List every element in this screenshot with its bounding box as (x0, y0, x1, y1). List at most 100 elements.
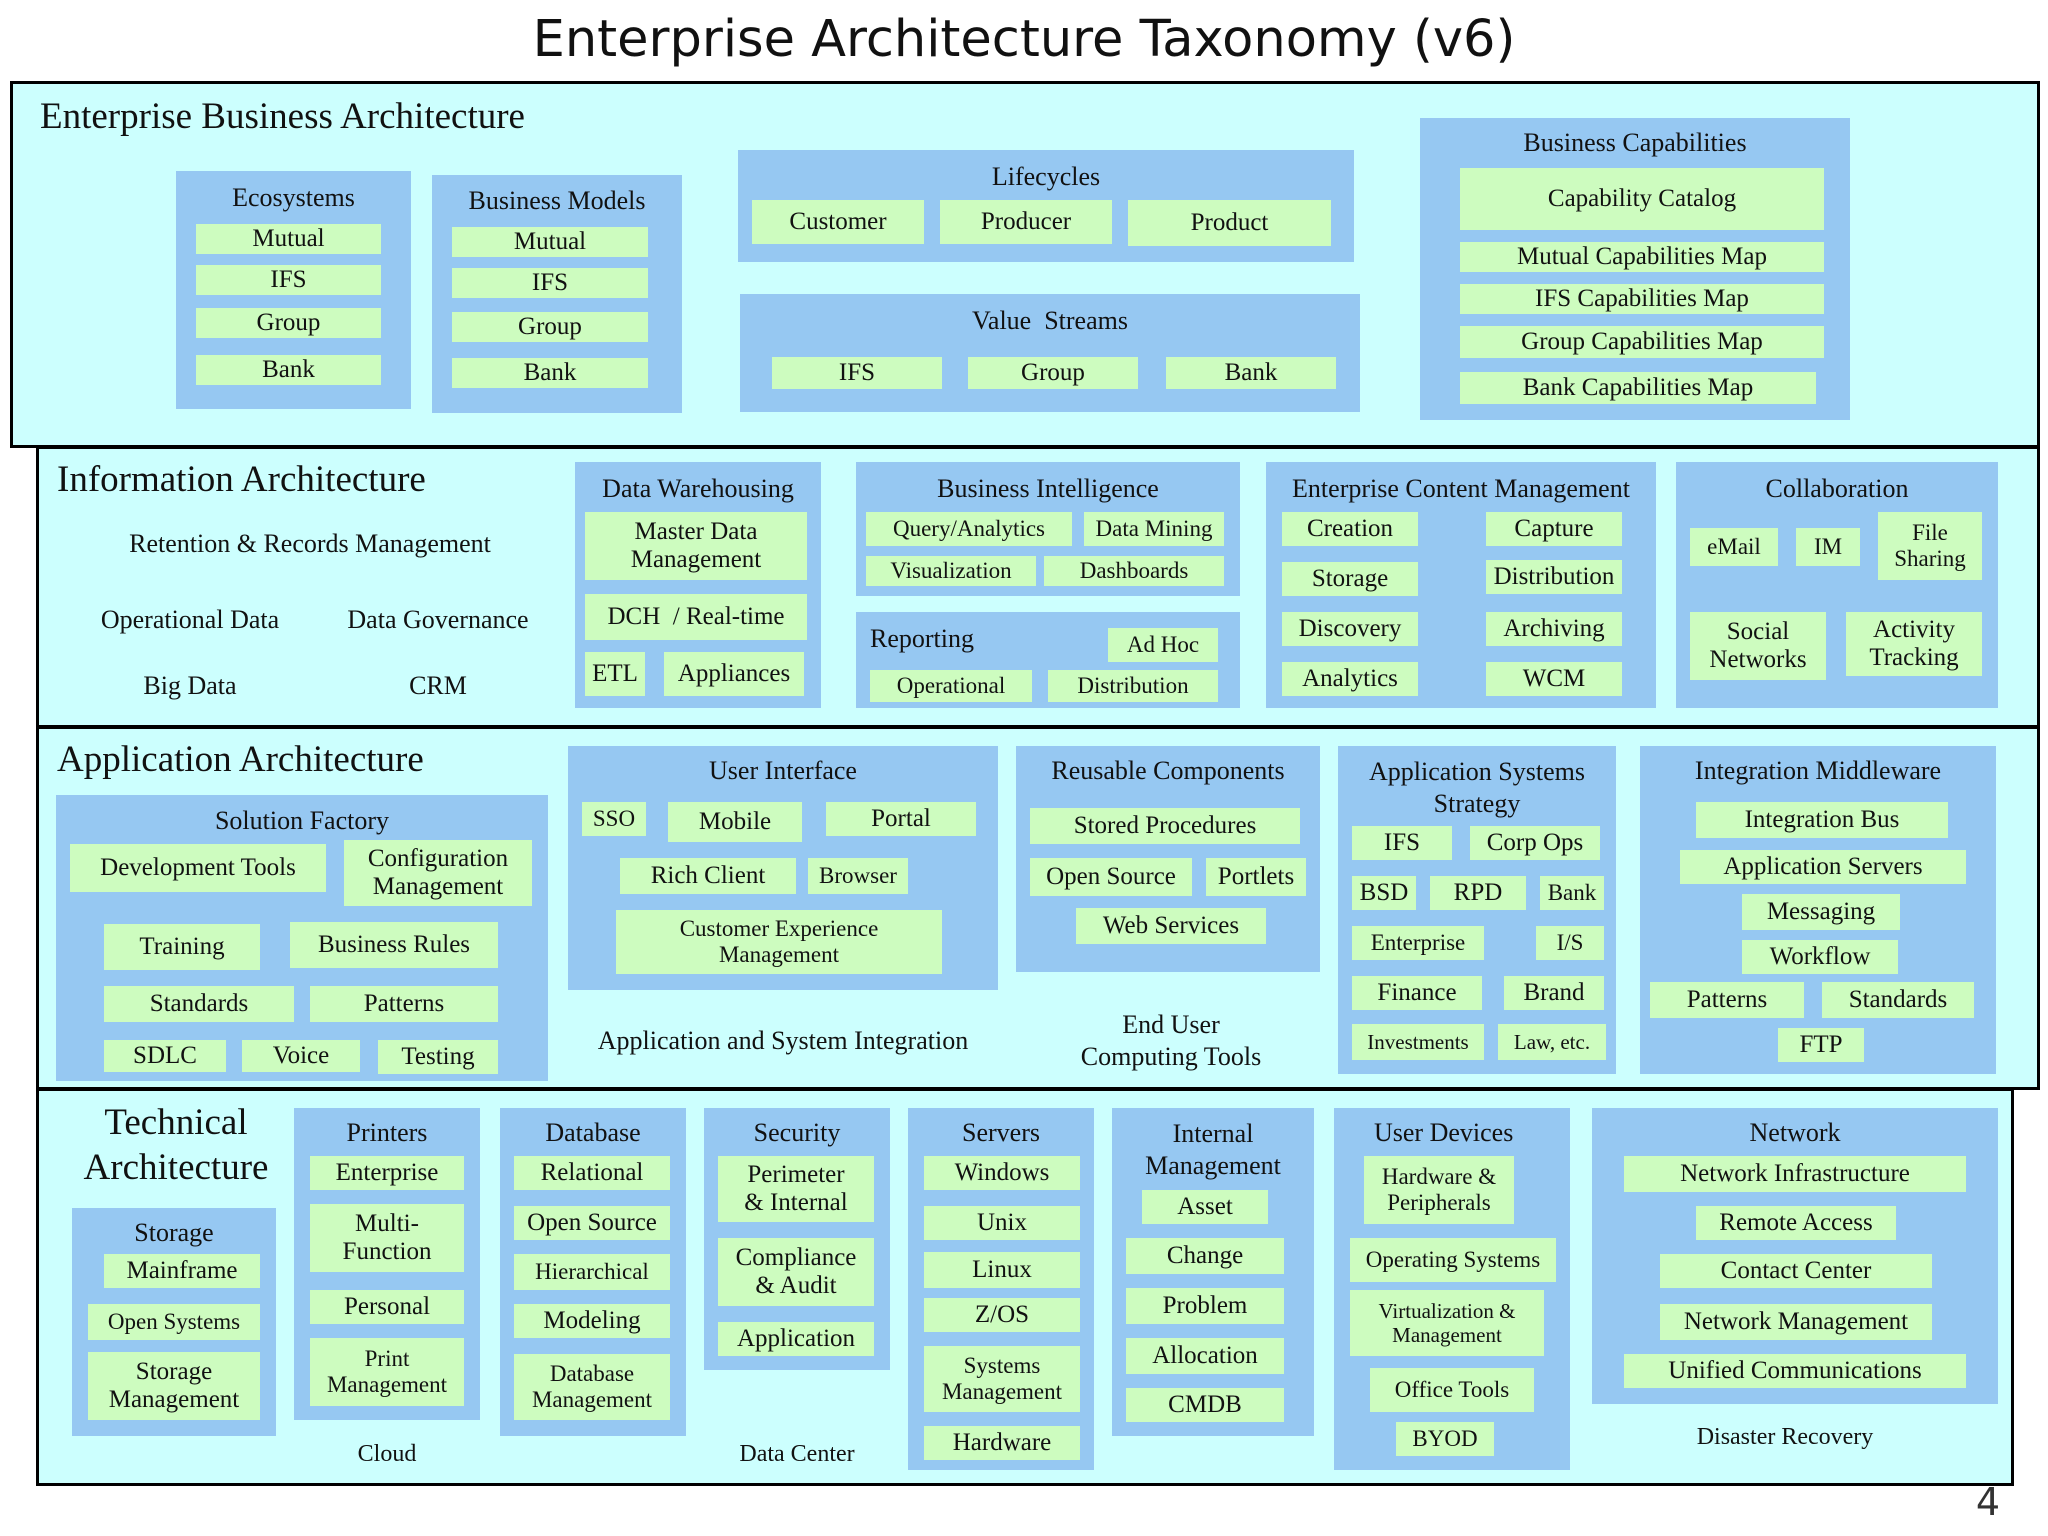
rc-open-source: Open Source (1030, 858, 1192, 896)
db-hierarchical: Hierarchical (514, 1254, 670, 1290)
web-services: Web Services (1076, 908, 1266, 944)
database-label: Database (545, 1118, 641, 1147)
im-patterns: Patterns (1650, 982, 1804, 1018)
servers-zos: Z/OS (924, 1298, 1080, 1332)
compliance-audit: Compliance & Audit (718, 1238, 874, 1306)
ecosystems-item-group: Group (196, 308, 381, 338)
capability-catalog: Capability Catalog (1460, 168, 1824, 230)
collab-social-networks: Social Networks (1690, 612, 1826, 680)
etl: ETL (585, 652, 645, 696)
hardware-peripherals: Hardware & Peripherals (1364, 1156, 1514, 1224)
configuration-management: Configuration Management (344, 840, 532, 906)
collab-im: IM (1796, 528, 1860, 566)
group-capabilities-map: Group Capabilities Map (1460, 326, 1824, 358)
remote-access: Remote Access (1696, 1206, 1896, 1240)
ecosystems-item-ifs: IFS (196, 265, 381, 295)
ass-ifs: IFS (1352, 826, 1452, 860)
ass-investments: Investments (1352, 1024, 1484, 1060)
operational-data: Operational Data (100, 605, 280, 634)
sdlc: SDLC (104, 1040, 226, 1072)
voice: Voice (242, 1040, 360, 1072)
ecm-archiving: Archiving (1486, 612, 1622, 646)
visualization: Visualization (866, 556, 1036, 586)
contact-center: Contact Center (1660, 1254, 1932, 1288)
ifs-capabilities-map: IFS Capabilities Map (1460, 284, 1824, 314)
printers-label: Printers (346, 1118, 428, 1147)
ecm-discovery: Discovery (1282, 612, 1418, 646)
stored-procedures: Stored Procedures (1030, 808, 1300, 844)
reporting-distribution: Distribution (1048, 670, 1218, 702)
big-data: Big Data (143, 671, 237, 700)
reusable-components-label: Reusable Components (1051, 756, 1285, 785)
retention-records-management: Retention & Records Management (129, 529, 491, 558)
layer-business-architecture-label: Enterprise Business Architecture (40, 96, 525, 137)
testing: Testing (378, 1040, 498, 1074)
disaster-recovery: Disaster Recovery (1696, 1423, 1874, 1450)
value-streams-item-group: Group (968, 357, 1138, 389)
ecm-analytics: Analytics (1282, 662, 1418, 696)
value-streams-item-ifs: IFS (772, 357, 942, 389)
im-cmdb: CMDB (1126, 1388, 1284, 1422)
ass-bank: Bank (1540, 876, 1604, 910)
ftp: FTP (1778, 1028, 1864, 1062)
mutual-capabilities-map: Mutual Capabilities Map (1460, 242, 1824, 272)
network-label: Network (1749, 1118, 1841, 1147)
virtualization-management: Virtualization & Management (1350, 1290, 1544, 1356)
data-governance: Data Governance (347, 605, 529, 634)
value-streams-item-bank: Bank (1166, 357, 1336, 389)
user-devices-label: User Devices (1374, 1118, 1514, 1147)
business-models-item-mutual: Mutual (452, 227, 648, 257)
reporting-operational: Operational (870, 670, 1032, 702)
ui-sso: SSO (582, 802, 646, 836)
storage-management: Storage Management (88, 1352, 260, 1420)
servers-label: Servers (962, 1118, 1040, 1147)
collab-activity-tracking: Activity Tracking (1846, 612, 1982, 676)
ass-is: I/S (1536, 926, 1604, 960)
servers-unix: Unix (924, 1206, 1080, 1240)
dch-real-time: DCH / Real-time (585, 594, 807, 640)
business-models-label: Business Models (468, 186, 646, 215)
ass-rpd: RPD (1430, 876, 1526, 910)
security-application: Application (718, 1322, 874, 1356)
value-streams-group (740, 294, 1360, 412)
value-streams-label: Value Streams (972, 306, 1128, 335)
collab-email: eMail (1690, 528, 1778, 566)
storage-mainframe: Mainframe (104, 1254, 260, 1288)
layer-technical-architecture-label: Technical Architecture (83, 1102, 269, 1188)
dashboards: Dashboards (1044, 556, 1224, 586)
ecm-label: Enterprise Content Management (1292, 474, 1630, 503)
im-change: Change (1126, 1238, 1284, 1274)
application-system-integration: Application and System Integration (597, 1026, 969, 1055)
ass-corp-ops: Corp Ops (1470, 826, 1600, 860)
reporting-ad-hoc: Ad Hoc (1108, 628, 1218, 662)
operating-systems: Operating Systems (1350, 1238, 1556, 1282)
crm: CRM (409, 671, 467, 700)
ass-bsd: BSD (1352, 876, 1416, 910)
ui-rich-client: Rich Client (620, 858, 796, 894)
ecm-wcm: WCM (1486, 662, 1622, 696)
office-tools: Office Tools (1370, 1368, 1534, 1412)
lifecycles-label: Lifecycles (991, 162, 1101, 191)
business-models-item-ifs: IFS (452, 268, 648, 298)
portlets: Portlets (1206, 858, 1306, 896)
business-rules: Business Rules (290, 922, 498, 968)
db-open-source: Open Source (514, 1206, 670, 1240)
database-management: Database Management (514, 1354, 670, 1420)
workflow: Workflow (1742, 940, 1898, 974)
data-warehousing-label: Data Warehousing (602, 474, 794, 503)
training: Training (104, 924, 260, 970)
ecm-distribution: Distribution (1486, 560, 1622, 594)
im-asset: Asset (1142, 1190, 1268, 1224)
layer-information-architecture-label: Information Architecture (57, 459, 426, 500)
im-allocation: Allocation (1126, 1338, 1284, 1374)
appliances: Appliances (664, 652, 804, 696)
servers-linux: Linux (924, 1252, 1080, 1288)
security-label: Security (753, 1118, 841, 1147)
query-analytics: Query/Analytics (866, 512, 1072, 546)
cloud: Cloud (357, 1440, 417, 1467)
solution-factory-label: Solution Factory (214, 806, 390, 835)
messaging: Messaging (1742, 894, 1900, 930)
collab-file-sharing: File Sharing (1878, 512, 1982, 580)
sf-standards: Standards (104, 986, 294, 1022)
page-title: Enterprise Architecture Taxonomy (v6) (532, 10, 1516, 69)
